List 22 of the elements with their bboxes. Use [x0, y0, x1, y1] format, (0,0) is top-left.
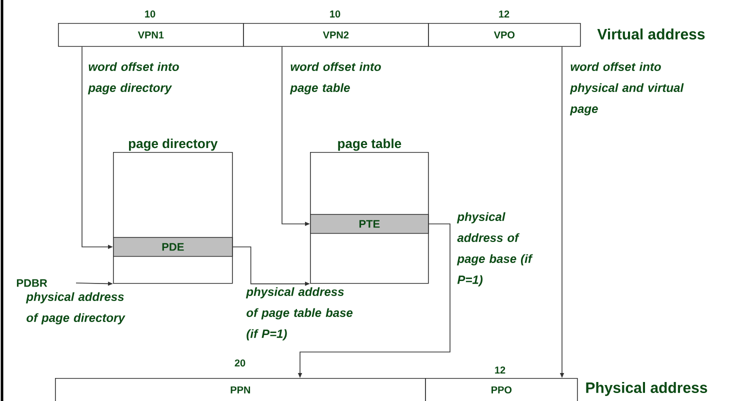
table-entry: PDE: [113, 237, 233, 257]
caption-text: physical address of page directory: [26, 292, 126, 324]
address-field: VPN2: [243, 23, 429, 47]
address-field: VPN1: [58, 23, 244, 47]
bit-width: 12: [495, 366, 506, 374]
edge-label: word offset into page table: [290, 62, 381, 94]
edge-label: physical address of page table base (if P=1): [246, 287, 353, 340]
table-title: page directory: [128, 138, 218, 151]
bit-width: 12: [499, 10, 510, 18]
address-field: PPO: [425, 378, 578, 401]
edge-label: word offset into page directory: [88, 62, 179, 94]
edge-label: word offset into physical and virtual page: [570, 62, 684, 116]
address-field: PPN: [55, 378, 426, 401]
bit-width: 10: [330, 10, 340, 18]
register-name: PDBR: [16, 279, 48, 287]
table-entry: PTE: [310, 214, 429, 234]
bit-width: 10: [145, 10, 156, 18]
bit-width: 20: [234, 359, 246, 367]
address-title: Virtual address: [597, 28, 705, 40]
table-title: page table: [338, 138, 402, 151]
edge-label: physical address of page base (if P=1): [456, 212, 533, 286]
address-field: VPO: [428, 23, 581, 47]
